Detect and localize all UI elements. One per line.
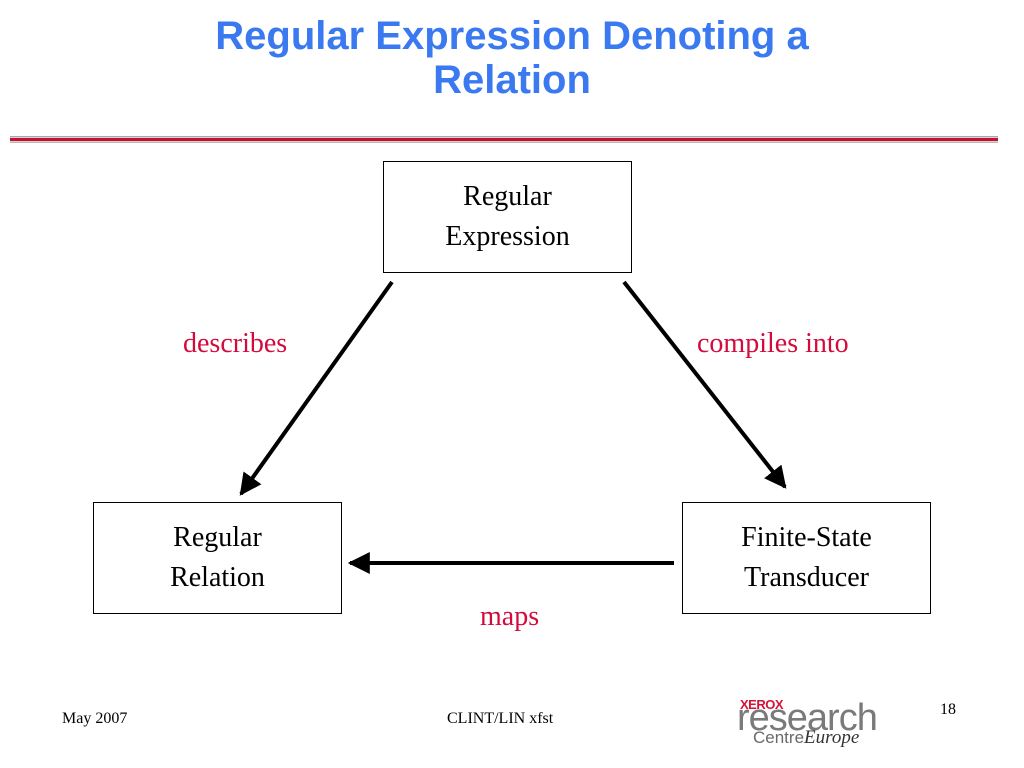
footer-page-number: 18 [940, 701, 956, 718]
node-regular-expression: Regular Expression [383, 161, 632, 273]
node-regular-expression-line-2: Expression [445, 221, 570, 252]
logo-centre: Centre [753, 728, 805, 747]
node-regular-relation-line-1: Regular [173, 522, 262, 553]
footer-title: CLINT/LIN xfst [447, 710, 554, 727]
xerox-research-centre-europe-logo: research XEROX CentreEurope [737, 697, 878, 749]
edge-label-compiles-into: compiles into [697, 328, 849, 359]
node-regular-relation: Regular Relation [93, 502, 342, 614]
arrow-describes [239, 280, 394, 496]
logo-brand: XEROX [740, 697, 784, 712]
slide-title-line-1: Regular Expression Denoting a [215, 14, 809, 58]
node-fst-line-2: Transducer [744, 562, 869, 593]
node-finite-state-transducer: Finite-State Transducer [682, 502, 931, 614]
edge-label-maps: maps [480, 601, 540, 632]
logo-region: Europe [804, 727, 860, 748]
slide-title-line-2: Relation [433, 58, 591, 102]
node-regular-expression-line-1: Regular [463, 181, 552, 212]
slide-title: Regular Expression Denoting a Relation [0, 14, 1024, 102]
footer-date: May 2007 [62, 710, 128, 727]
arrow-compiles-into [622, 280, 787, 489]
node-fst-line-1: Finite-State [741, 522, 872, 553]
title-divider-accent [10, 138, 998, 141]
node-regular-relation-line-2: Relation [170, 562, 265, 593]
logo-word: research [737, 697, 878, 739]
logo-centre-europe: CentreEurope [753, 727, 859, 749]
edge-label-describes: describes [183, 328, 288, 359]
